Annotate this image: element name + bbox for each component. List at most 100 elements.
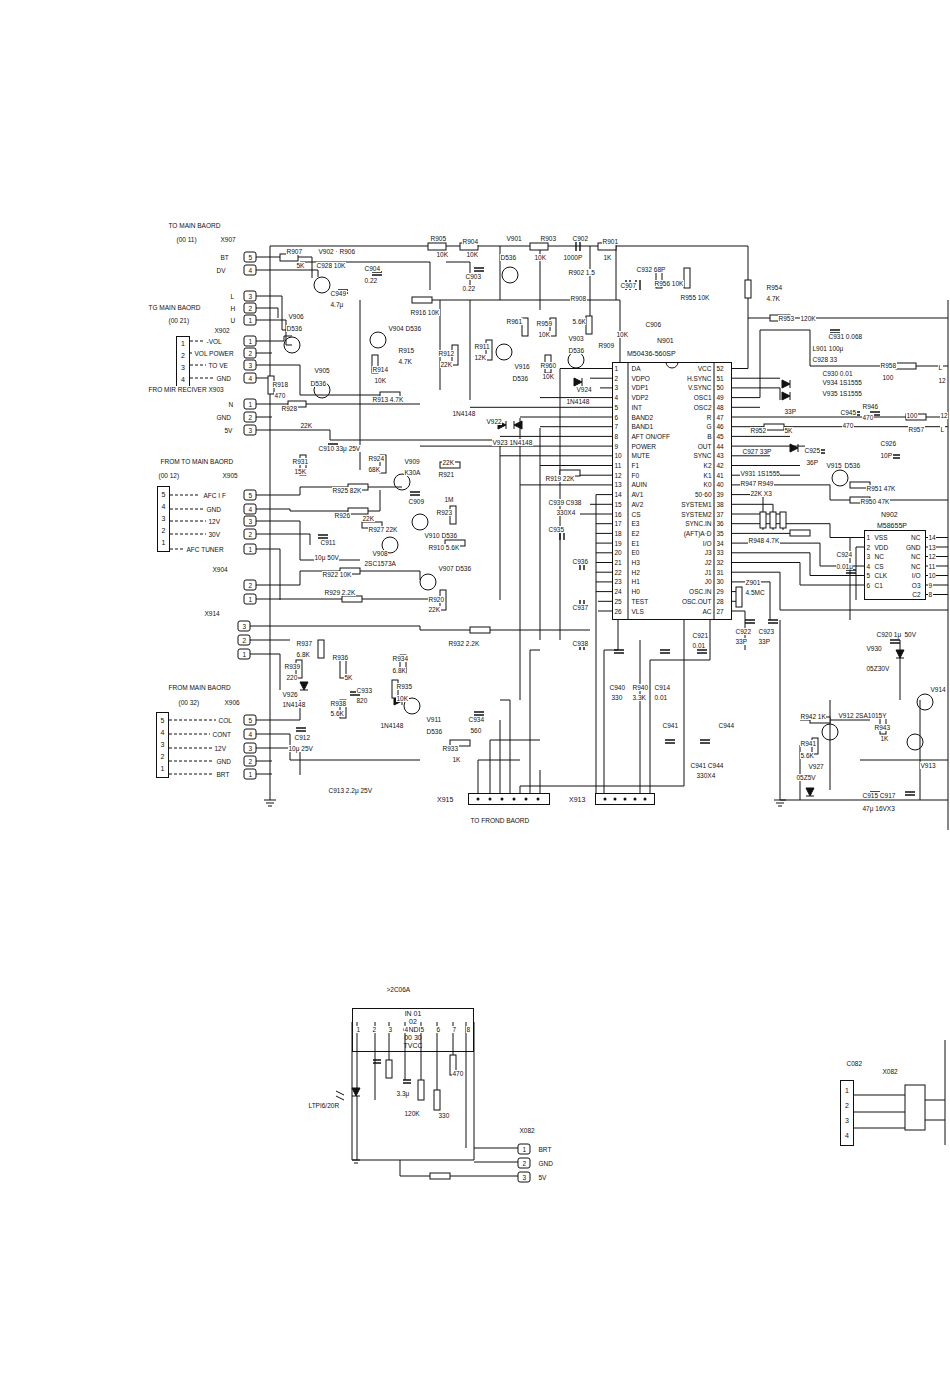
component-label: R921 [438,471,455,478]
component-label: 100 [882,374,894,381]
component-label: 1 [248,546,253,553]
pin-name: H2 [631,569,640,576]
connector-pin [244,580,256,590]
pin-number: 20 [614,549,622,556]
pin-number: 3 [614,384,619,391]
component-label: 3 [242,623,247,630]
connector-pin [244,544,256,554]
component-label: >2C06A [386,986,411,993]
component-label: D536 [310,380,327,387]
component-label: C915 C917 [862,792,896,799]
component-label: C934 [468,716,485,723]
component-label: C938 [572,640,589,647]
component-label: 8 [466,1026,471,1033]
component-label: 330 [438,1112,450,1119]
wire-connector [520,620,684,793]
component-label: C936 [572,558,589,565]
pin-number: 44 [716,443,724,450]
wire [732,300,948,830]
component-label: 5.6K [572,318,586,325]
component-label: R943 [874,724,891,731]
component-label: C082 [846,1060,863,1067]
component-label: 330X4 [556,509,576,516]
component-label: 10μ 50V [314,554,339,561]
component-label: C928 10K [316,262,346,269]
component-label: R946 [862,403,879,410]
component-label: R939 [284,663,301,670]
component-label: R910 5.6K [428,544,460,551]
pin-name: R [706,414,712,421]
pin-number: 5 [866,572,871,579]
transistor-symbol [284,337,300,353]
component-label: TO MAIN BAORD [168,222,221,229]
component-label: R955 10K [680,294,710,301]
component-label: C922 [735,628,752,635]
component-label: TO FROND BAORD [470,817,530,824]
component-label: 5 [248,492,253,499]
component-label: 10K [436,251,449,258]
component-label: R938 [330,700,347,707]
pin-name: E2 [631,530,640,537]
node-text: X915 [437,796,453,804]
component-label: R933 [442,745,459,752]
pin-number: 1 [614,365,619,372]
component-label: R927 22K [368,526,398,533]
pin-number: 6 [614,414,619,421]
resistor-symbol [280,254,298,261]
component-label: R904 [462,238,479,245]
component-label: V927 [808,763,824,770]
component-label: L [230,293,235,300]
component-label: X905 [222,472,238,479]
component-label: 68K [368,466,381,473]
pin-number: 4 [614,394,619,401]
component-label: R936 [332,654,349,661]
pin-number: 2 [614,375,619,382]
pin-name: J1 [704,569,712,576]
pin-number: 25 [614,598,622,605]
component-label: 470 [452,1070,464,1077]
component-label: C935 [548,526,565,533]
pin-name: K0 [703,481,712,488]
connector-pin [244,529,256,539]
component-label: 3.3K [632,694,646,701]
pin-number: 22 [614,569,622,576]
connector-pin [244,756,256,766]
component-label: 2 [248,758,253,765]
component-label: R959 [536,320,553,327]
component-label: 1K [880,735,889,742]
component-label: 10K [466,251,479,258]
pin-name: I/O [911,572,921,579]
component-label: R903 [540,235,557,242]
component-label: X082 [882,1068,898,1075]
component-label: 470 [862,414,874,421]
component-label: CONT [212,731,231,738]
component-label: 2 [248,305,253,312]
component-label: 4 [248,267,253,274]
component-label: GND [216,758,231,765]
component-label: 1 [248,596,253,603]
pin-name: E0 [631,549,640,556]
component-label: R905 [430,235,447,242]
component-label: 0.22 [462,285,476,292]
component-label: V914 [930,686,946,693]
component-label: 4 [248,506,253,513]
component-label: GND [216,375,231,382]
component-label: V912 2SA1015Y [838,712,887,719]
component-label: X907 [220,236,236,243]
header-pin [604,798,607,801]
pin-name: NC [911,553,921,560]
component-label: 4.7μ [330,301,344,308]
transistor-symbol [832,470,848,486]
resistor-symbol [760,512,766,528]
component-label: 10P [880,452,893,459]
component-label: C925 [804,447,821,454]
component-label: C944 [718,722,735,729]
component-label: 330X4 [696,772,716,779]
component-label: C939 C938 [548,499,582,506]
component-label: 10K [616,331,629,338]
pin-name: AUIN [631,481,648,488]
pin-name: H3 [631,559,640,566]
pin-number: 16 [614,511,622,518]
header-pin [477,798,647,801]
